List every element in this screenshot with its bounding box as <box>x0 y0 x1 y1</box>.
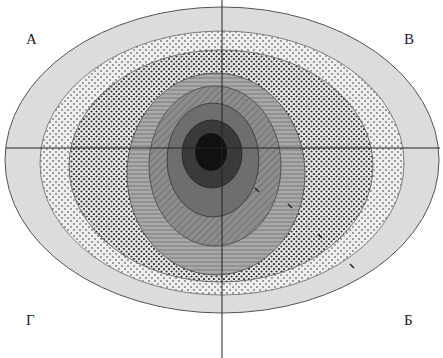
quadrant-letter: А <box>26 32 37 47</box>
horizontal-axis <box>6 148 440 149</box>
vertical-axis <box>222 0 223 358</box>
lined-zone <box>127 73 305 275</box>
quadrant-letter: Г <box>26 313 35 328</box>
direction-marks <box>255 188 354 268</box>
quadrant-letter: В <box>404 32 414 47</box>
inner-zone <box>167 103 259 217</box>
dense-dotted-zone <box>69 50 373 282</box>
quadrant-letter: Б <box>404 313 413 328</box>
core-zone <box>182 120 242 188</box>
hatched-zone <box>149 86 281 246</box>
